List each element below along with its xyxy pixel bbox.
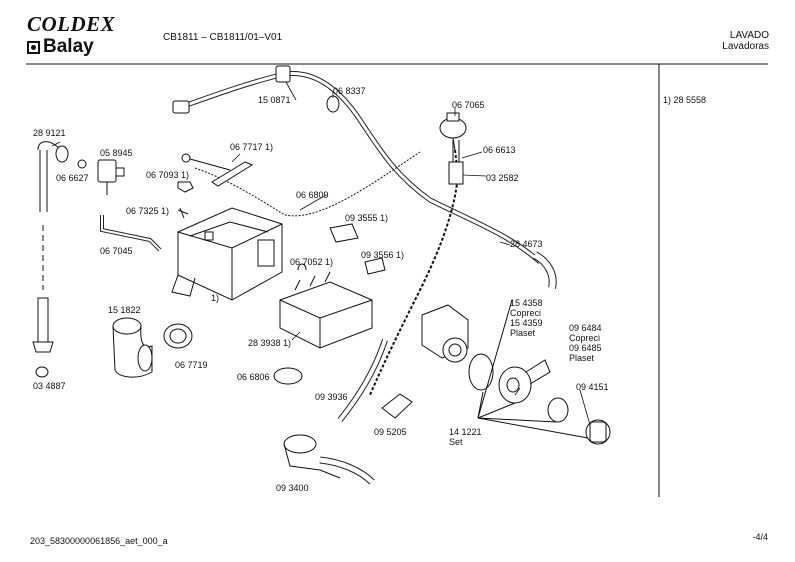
pump-gasket-drawing	[468, 353, 494, 391]
part-label-dispenser-note: 1)	[211, 293, 220, 303]
part-label-15-0871: 15 0871	[258, 95, 291, 105]
drain-pump-drawing	[421, 304, 469, 363]
part-label-06-7719: 06 7719	[175, 360, 208, 370]
sump-drawing	[283, 434, 375, 485]
inlet-hose-drawing	[172, 65, 557, 289]
part-label-09-3936: 09 3936	[315, 392, 348, 402]
subcategory-title: Lavadoras	[722, 41, 769, 52]
clip-drawing	[177, 181, 194, 193]
detergent-drawer-drawing	[279, 263, 373, 349]
model-number: CB1811 – CB1811/01–V01	[163, 32, 283, 43]
part-label-28-3938: 28 3938 1)	[248, 338, 292, 348]
brand-name-balay: Balay	[43, 36, 94, 57]
balay-logo-icon	[27, 40, 40, 54]
part-label-06-7717: 06 7717 1)	[230, 142, 274, 152]
set-pointer-lines	[477, 299, 589, 439]
part-label-09-6484: 09 6484 Copreci 09 6485 Plaset	[569, 323, 602, 363]
part-label-06-7052: 06 7052 1)	[290, 257, 334, 267]
part-label-09-4151: 09 4151	[576, 382, 609, 392]
pressure-tube-drawing	[369, 140, 464, 396]
part-label-03-4887: 03 4887	[33, 381, 66, 391]
part-label-06-8337: 06 8337	[333, 86, 366, 96]
filter-cap-drawing	[585, 419, 611, 445]
pump-housing-drawing	[498, 359, 551, 404]
page-number: -4/4	[752, 532, 768, 542]
part-label-06-7065: 06 7065	[452, 100, 485, 110]
valve-drawing	[77, 159, 125, 195]
part-label-06-7093: 06 7093 1)	[146, 170, 190, 180]
leader-lines	[51, 81, 591, 426]
clip-09-3556-drawing	[364, 257, 386, 275]
brand-logo-coldex: COLDEX	[27, 12, 116, 36]
part-label-06-6613: 06 6613	[483, 145, 516, 155]
part-label-28-9121: 28 9121	[33, 128, 66, 138]
part-label-05-8945: 05 8945	[100, 148, 133, 158]
part-label-03-2582: 03 2582	[486, 173, 519, 183]
clip-09-3555-drawing	[329, 223, 359, 243]
part-label-06-6627: 06 6627	[56, 173, 89, 183]
part-label-06-6809: 06 6809	[296, 190, 329, 200]
part-label-09-3555: 09 3555 1)	[345, 213, 389, 223]
part-label-28-4673: 28 4673	[510, 239, 543, 249]
brand-logo-balay: Balay	[27, 36, 94, 58]
filter-seal-drawing	[547, 397, 569, 423]
part-label-09-3400: 09 3400	[276, 483, 309, 493]
side-note: 1) 28 5558	[663, 95, 707, 105]
part-label-06-7045: 06 7045	[100, 246, 133, 256]
part-label-06-6806: 06 6806	[237, 372, 270, 382]
part-label-15-1822: 15 1822	[108, 305, 141, 315]
dispenser-housing-drawing	[171, 207, 283, 301]
lever-drawing	[181, 153, 254, 187]
inlet-elbow-drawing	[32, 141, 69, 378]
cable-drawing	[194, 151, 421, 217]
pressure-switch-drawing	[439, 112, 467, 151]
hose-clamp-drawing	[273, 367, 303, 385]
bellows-hose-drawing	[112, 317, 153, 378]
part-09-5205-drawing	[381, 393, 413, 419]
screw-drawing	[177, 207, 189, 219]
part-label-06-7325: 06 7325 1)	[126, 206, 170, 216]
part-label-09-5205: 09 5205	[374, 427, 407, 437]
part-label-09-3556: 09 3556 1)	[361, 250, 405, 260]
part-label-15-4358: 15 4358 Copreci 15 4359 Plaset	[510, 298, 543, 338]
part-label-14-1221: 14 1221 Set	[449, 427, 482, 447]
document-id: 203_58300000061856_aet_000_a	[30, 536, 168, 546]
category-title: LAVADO	[729, 30, 769, 41]
sleeve-drawing	[163, 323, 193, 349]
